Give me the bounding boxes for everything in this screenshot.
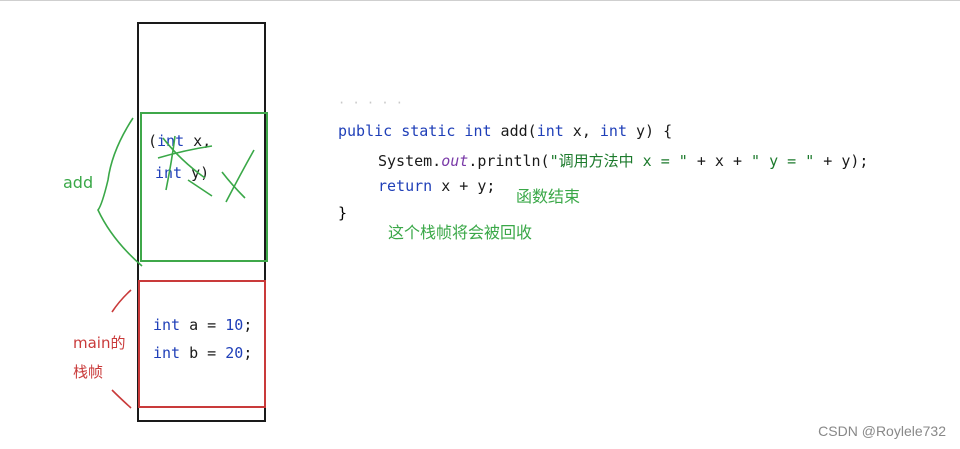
cross-out-stroke-4 [221,171,246,199]
top-divider [0,0,960,1]
annotation-frame-recycled: 这个栈帧将会被回收 [388,223,533,242]
code-line-close-brace: } [338,204,348,222]
cross-out-stroke-6 [187,179,213,197]
add-param-x: (int x, [148,132,212,150]
annotation-function-end: 函数结束 [516,187,581,206]
add-brace-stroke [97,117,143,267]
add-frame-label: add [63,173,94,192]
main-var-b: int b = 20; [153,344,253,362]
code-line-println: System.out.println("调用方法中 x = " + x + " … [378,152,869,170]
main-stack-frame [138,280,266,408]
stack-outline [137,22,266,422]
cross-out-stroke-1 [162,137,206,179]
code-line-signature: public static int add(int x, int y) { [338,122,673,140]
cross-out-stroke-3 [157,145,213,159]
main-var-a: int a = 10; [153,316,253,334]
csdn-watermark: CSDN @Roylele732 [818,423,946,439]
add-stack-frame [140,112,268,262]
cross-out-stroke-5 [225,149,255,203]
faded-code-header: · · · · · [338,96,404,110]
main-frame-label-line1: main的 [73,334,126,352]
main-brace-top-stroke [111,289,132,313]
code-line-return: return x + y; [378,177,496,195]
main-frame-label-line2: 栈帧 [73,363,104,381]
cross-out-stroke-2 [165,135,176,191]
main-brace-bottom-stroke [111,389,132,409]
